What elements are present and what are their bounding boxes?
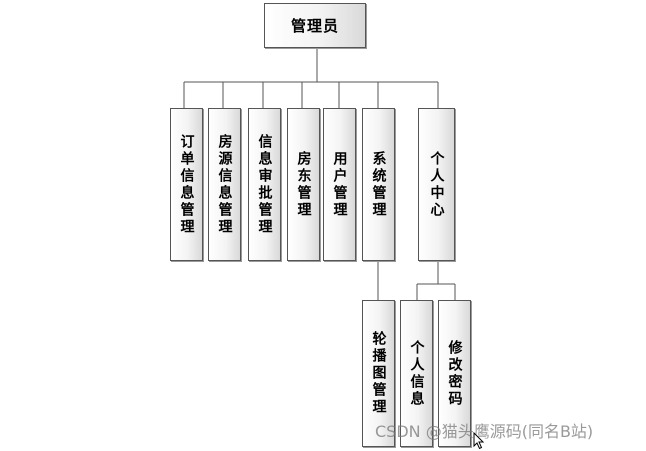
module-node-label: 个人中心 bbox=[428, 150, 445, 219]
module-node-label: 信息审批管理 bbox=[256, 133, 273, 236]
module-node-personal-center: 个人中心 bbox=[418, 108, 455, 261]
module-node-system: 系统管理 bbox=[362, 108, 395, 261]
child-node-label: 修改密码 bbox=[446, 339, 463, 408]
child-node-change-password: 修改密码 bbox=[438, 300, 471, 447]
module-node-label: 房源信息管理 bbox=[216, 133, 233, 236]
module-node-listing-info: 房源信息管理 bbox=[208, 108, 241, 261]
module-node-info-approval: 信息审批管理 bbox=[248, 108, 281, 261]
child-node-carousel: 轮播图管理 bbox=[362, 300, 395, 447]
child-node-personal-info: 个人信息 bbox=[400, 300, 433, 447]
watermark-text: CSDN @猫头鹰源码(同名B站) bbox=[375, 422, 594, 441]
child-node-label: 轮播图管理 bbox=[370, 331, 387, 416]
child-node-label: 个人信息 bbox=[408, 339, 425, 408]
module-node-label: 订单信息管理 bbox=[178, 133, 195, 236]
module-node-user: 用户管理 bbox=[323, 108, 356, 261]
module-node-label: 用户管理 bbox=[331, 150, 348, 219]
module-node-label: 房东管理 bbox=[295, 150, 312, 219]
module-node-label: 系统管理 bbox=[370, 150, 387, 219]
module-node-order-info: 订单信息管理 bbox=[170, 108, 203, 261]
root-node-admin: 管理员 bbox=[264, 3, 366, 48]
module-node-landlord: 房东管理 bbox=[287, 108, 320, 261]
mouse-cursor-icon bbox=[473, 432, 485, 450]
root-node-label: 管理员 bbox=[290, 17, 339, 35]
